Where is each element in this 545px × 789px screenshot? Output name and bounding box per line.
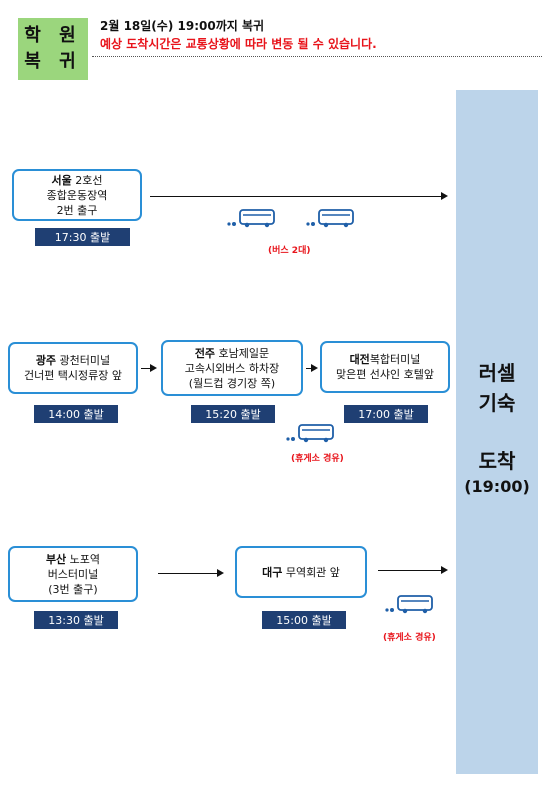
destination-label: 러셀 기숙 도착 (19:00) [456,358,538,498]
seoul-line3: 2번 출구 [56,203,98,217]
arrow-daegu-dest [378,566,448,574]
gwangju-line2: 건너편 택시정류장 앞 [23,369,123,382]
busan-line3: (3번 출구) [48,582,98,596]
bus-icon [227,209,275,228]
jeonju-line2: 고속시외버스 하차장 [184,361,280,375]
bus-note-jeonju: (휴게소 경유) [291,454,344,464]
city-daejeon: 대전 [349,353,370,366]
badge-line2: 복 귀 [24,51,82,72]
jeonju-line3: (월드컵 경기장 쪽) [188,376,276,390]
location-jeonju: 전주 호남제일문 고속시외버스 하차장 (월드컵 경기장 쪽) [161,340,303,396]
seoul-line2: 종합운동장역 [46,188,108,202]
busan-line1: 노포역 [66,552,101,566]
destination-time: (19:00) [464,477,530,496]
daejeon-line1: 복합터미널 [369,353,421,366]
arrow-jeonju-daejeon [306,364,318,372]
arrow-seoul-dest [150,192,448,200]
arrival-notice: 예상 도착시간은 교통상황에 따라 변동 될 수 있습니다. [100,37,377,51]
depart-daejeon: 17:00 출발 [344,405,428,423]
location-seoul: 서울 2호선 종합운동장역 2번 출구 [12,169,142,221]
location-busan: 부산 노포역 버스터미널 (3번 출구) [8,546,138,602]
bus-note-daegu: (휴게소 경유) [383,633,436,643]
gwangju-line1: 광천터미널 [56,354,111,367]
busan-line2: 버스터미널 [47,567,99,581]
daejeon-line2: 맞은편 선샤인 호텔앞 [335,368,435,381]
depart-daegu: 15:00 출발 [262,611,346,629]
location-daejeon: 대전복합터미널 맞은편 선샤인 호텔앞 [320,341,450,393]
destination-line1: 러셀 [478,361,516,385]
bus-icon [306,209,354,228]
return-badge: 학 원 복 귀 [18,18,88,80]
arrow-gwangju-jeonju [141,364,157,372]
destination-bar [456,90,538,774]
depart-seoul: 17:30 출발 [35,228,130,246]
badge-line1: 학 원 [24,25,82,46]
seoul-line1: 2호선 [71,173,103,187]
depart-jeonju: 15:20 출발 [191,405,275,423]
destination-line2: 기숙 [478,391,516,415]
bus-note-seoul: (버스 2대) [268,246,311,256]
depart-busan: 13:30 출발 [34,611,118,629]
jeonju-line1: 호남제일문 [215,346,270,360]
city-gwangju: 광주 [35,354,57,367]
city-seoul: 서울 [51,173,72,187]
bus-icon [286,424,334,443]
city-busan: 부산 [45,552,67,566]
depart-gwangju: 14:00 출발 [34,405,118,423]
destination-line3: 도착 [478,449,516,473]
daegu-line1: 무역회관 앞 [282,565,340,579]
location-gwangju: 광주 광천터미널 건너편 택시정류장 앞 [8,342,138,394]
location-daegu: 대구 무역회관 앞 [235,546,367,598]
city-daegu: 대구 [262,565,283,579]
return-date: 2월 18일(수) 19:00까지 복귀 [100,19,265,33]
city-jeonju: 전주 [194,346,216,360]
bus-icon [385,595,433,614]
header-divider [92,56,542,57]
arrow-busan-daegu [158,569,224,577]
